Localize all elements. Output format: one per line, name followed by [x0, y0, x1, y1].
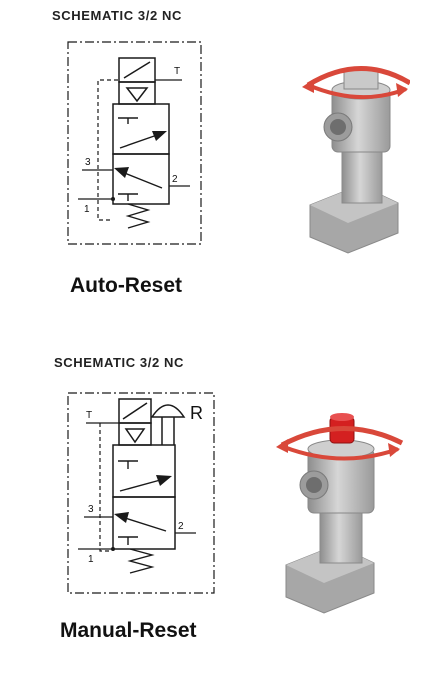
flow-arrow-up — [152, 131, 167, 141]
port-2-label: 2 — [178, 521, 184, 532]
port-1-label: 1 — [84, 204, 90, 215]
port-1-label: 1 — [88, 554, 94, 565]
flow-arrow-down — [114, 167, 129, 178]
reset-r-label: R — [190, 403, 203, 423]
pilot-triangle — [125, 87, 149, 103]
manual-reset-button-symbol — [150, 404, 186, 418]
port-t-label: T — [86, 410, 92, 421]
port-3-label: 3 — [85, 157, 91, 168]
auto-reset-valve-photo — [302, 66, 410, 254]
schematic-title: SCHEMATIC 3/2 NC — [54, 355, 184, 370]
return-spring — [125, 203, 151, 229]
port-t-label: T — [174, 66, 180, 77]
manual-reset-schematic: T R 3 2 1 — [67, 392, 215, 594]
rotation-arrow — [280, 426, 404, 448]
auto-reset-caption: Auto-Reset — [70, 274, 183, 297]
manual-reset-valve-photo — [276, 413, 404, 614]
port-3-label: 3 — [88, 504, 94, 515]
valve-position-top — [112, 103, 170, 155]
valve-position-bottom — [112, 496, 176, 550]
manual-reset-panel: SCHEMATIC 3/2 NC T R 3 2 — [0, 345, 429, 665]
flow-arrow-up — [156, 475, 172, 486]
manual-reset-caption: Manual-Reset — [60, 619, 197, 642]
auto-reset-schematic: T 3 2 1 — [67, 41, 202, 245]
rotation-arrow — [306, 66, 410, 88]
flow-arrow-down — [114, 512, 129, 523]
return-spring — [127, 548, 155, 574]
schematic-title: SCHEMATIC 3/2 NC — [52, 8, 182, 23]
pilot-line — [97, 79, 118, 221]
auto-reset-panel: SCHEMATIC 3/2 NC T 3 2 1 — [0, 0, 429, 320]
schematic-frame — [67, 41, 202, 245]
schematic-frame — [67, 392, 215, 594]
pilot-line — [99, 423, 112, 552]
valve-position-bottom — [112, 153, 170, 205]
valve-position-top — [112, 444, 176, 498]
pilot-triangle — [124, 428, 146, 444]
port-2-label: 2 — [172, 174, 178, 185]
